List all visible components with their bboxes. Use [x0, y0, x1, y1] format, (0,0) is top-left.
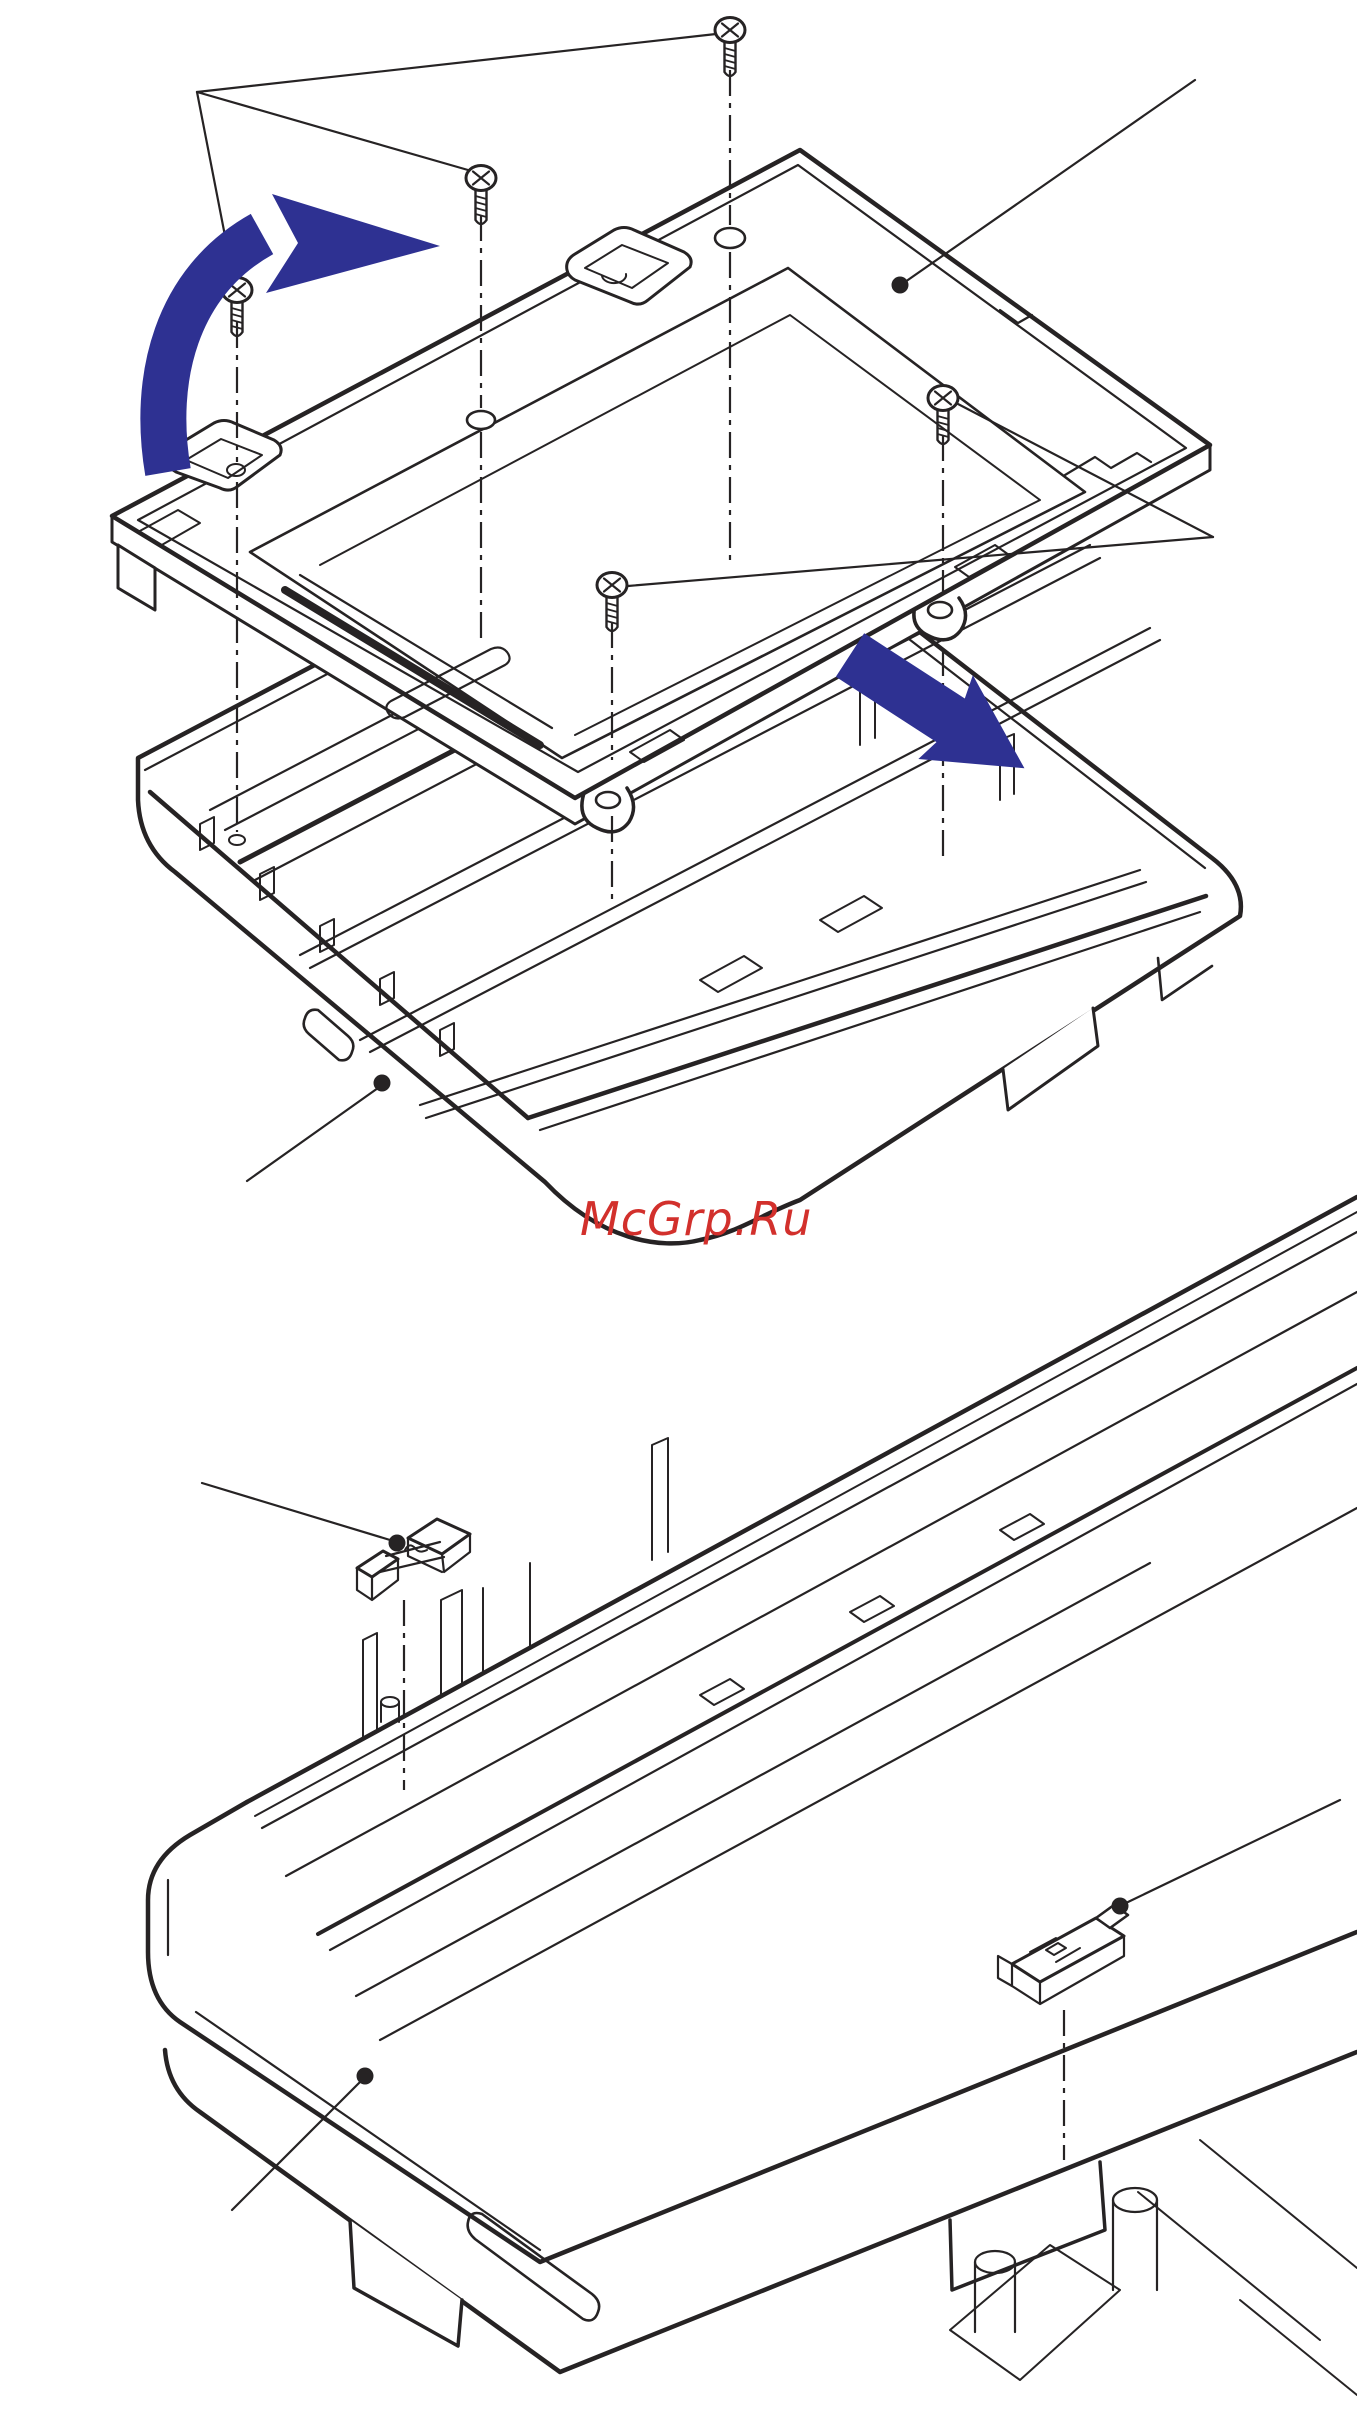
- chassis-outline: [135, 459, 1244, 1246]
- callout-dot: [891, 276, 909, 294]
- cover-hinge-bushing-left: [580, 786, 636, 834]
- callout-dot: [1111, 1897, 1129, 1915]
- cover-screw-hole-1: [713, 226, 747, 250]
- chassis-front-recess-2: [466, 2211, 601, 2322]
- remove-direction-arrow: [835, 633, 1025, 769]
- chassis-front-walls: [145, 1799, 1357, 2375]
- scanner-top-cover: [109, 147, 1213, 834]
- chassis-foot-left: [348, 2218, 464, 2348]
- watermark-text: McGrp.Ru: [580, 1192, 812, 1246]
- chassis-interior-right-details: [949, 2139, 1357, 2396]
- chassis-foot-right: [948, 2160, 1107, 2292]
- callout-dot: [356, 2067, 374, 2085]
- chassis-rear-posts: [362, 1437, 669, 1740]
- chassis-callout: [245, 1074, 391, 1183]
- callout-dot: [388, 1534, 406, 1552]
- guide-bracket-left: [355, 1517, 472, 1602]
- taptite-screw-2: [464, 164, 498, 226]
- rotate-open-arrow: [140, 194, 440, 476]
- cover-corner-tab: [116, 543, 157, 612]
- cover-vent-cutout-right: [565, 226, 693, 306]
- left-bracket-callout: [200, 1481, 406, 1790]
- guide-bracket-right: [996, 1903, 1130, 2006]
- chassis-callout-bottom: [230, 2067, 374, 2212]
- cover-callout: [891, 78, 1197, 294]
- right-bracket-callout: [1062, 1798, 1342, 2160]
- chassis-foot: [1001, 1006, 1100, 1112]
- cover-screw-hole-2: [465, 409, 497, 431]
- chassis-bed-rails: [244, 1194, 1357, 2042]
- figure-top-exploded-view: [109, 16, 1244, 1246]
- figure-bottom-detail-view: [145, 1194, 1357, 2396]
- taptite-screw-1: [713, 16, 747, 78]
- callout-dot: [373, 1074, 391, 1092]
- chassis-front-recess: [302, 1008, 355, 1062]
